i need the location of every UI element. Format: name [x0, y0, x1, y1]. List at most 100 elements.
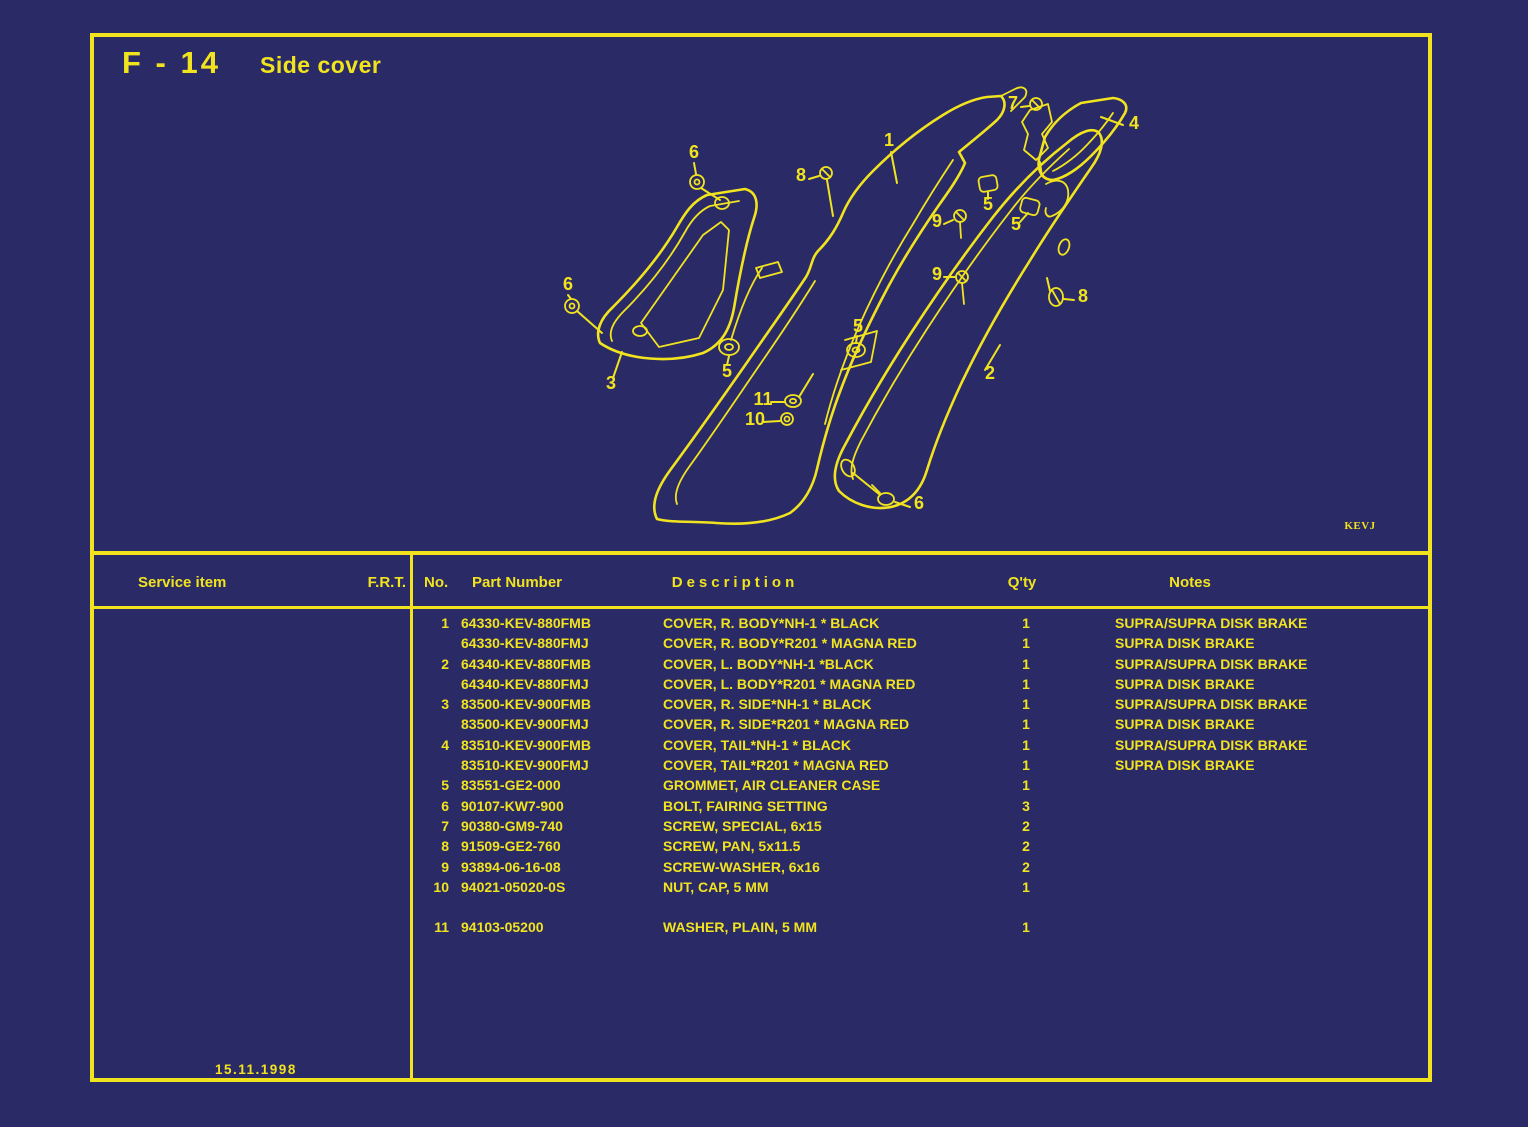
- cell-no: 11: [434, 919, 449, 936]
- screw-icon: [1048, 287, 1064, 307]
- cell-notes: SUPRA DISK BRAKE: [1115, 757, 1255, 774]
- cell-part: 90107-KW7-900: [461, 797, 564, 814]
- cell-qty: 1: [1022, 716, 1030, 733]
- cell-qty: 2: [1022, 838, 1030, 855]
- cell-part: 83510-KEV-900FMB: [461, 736, 591, 753]
- grommet-icon: [1019, 196, 1041, 217]
- cell-no: 1: [441, 615, 449, 631]
- cell-desc: COVER, R. SIDE*NH-1 * BLACK: [663, 696, 872, 713]
- cell-qty: 2: [1022, 858, 1030, 875]
- cell-desc: COVER, R. SIDE*R201 * MAGNA RED: [663, 716, 910, 733]
- callout-9: 9: [932, 264, 942, 284]
- cell-desc: SCREW, PAN, 5x11.5: [663, 838, 801, 855]
- page-code: F - 14: [122, 45, 221, 80]
- cell-no: 4: [441, 736, 449, 753]
- screw-icon: [819, 166, 833, 180]
- cell-notes: SUPRA DISK BRAKE: [1115, 716, 1255, 733]
- header-no: No.: [424, 574, 449, 591]
- cell-no: 9: [441, 858, 449, 875]
- cell-desc: COVER, R. BODY*NH-1 * BLACK: [663, 615, 880, 631]
- callout-6: 6: [914, 493, 924, 513]
- cell-part: 64330-KEV-880FMJ: [461, 635, 589, 652]
- screw-washer-icon: [953, 209, 967, 239]
- callout-10: 10: [745, 409, 765, 429]
- cell-no: 2: [441, 655, 449, 672]
- cell-part: 83551-GE2-000: [461, 777, 561, 794]
- header-service-item: Service item: [138, 574, 227, 591]
- cell-part: 94021-05020-0S: [461, 878, 566, 895]
- cell-part: 64340-KEV-880FMJ: [461, 675, 589, 692]
- part-left-body-cover: [833, 129, 1104, 510]
- cell-qty: 2: [1022, 817, 1030, 834]
- part-side-cover: [596, 187, 763, 361]
- cell-desc: COVER, L. BODY*R201 * MAGNA RED: [663, 675, 916, 692]
- cell-desc: WASHER, PLAIN, 5 MM: [663, 919, 818, 936]
- footer-date: 15.11.1998: [215, 1062, 297, 1077]
- callout-9: 9: [932, 211, 942, 231]
- cell-no: 6: [441, 797, 449, 814]
- header-description: Description: [671, 574, 799, 591]
- bolt-icon: [689, 174, 705, 190]
- callout-8: 8: [796, 165, 806, 185]
- table-header-rule: [92, 606, 1430, 609]
- cell-qty: 1: [1022, 878, 1030, 895]
- cell-no: 3: [441, 696, 449, 713]
- cell-qty: 1: [1022, 736, 1030, 753]
- cell-desc: COVER, L. BODY*NH-1 *BLACK: [663, 655, 874, 672]
- cell-qty: 1: [1022, 919, 1030, 936]
- cell-part: 93894-06-16-08: [461, 858, 561, 875]
- grommet-icon: [718, 338, 740, 356]
- cell-no: 10: [433, 878, 449, 895]
- cell-desc: COVER, TAIL*R201 * MAGNA RED: [663, 757, 889, 774]
- part-body-cover: [652, 86, 1028, 525]
- service-column-divider: [410, 553, 413, 1082]
- callout-4: 4: [1129, 113, 1139, 133]
- table-row: 64340-KEV-880FMJ COVER, L. BODY*R201 * MA…: [413, 674, 1428, 694]
- cell-notes: SUPRA/SUPRA DISK BRAKE: [1115, 615, 1308, 631]
- table-row: 2 64340-KEV-880FMB COVER, L. BODY*NH-1 *BL…: [413, 654, 1428, 674]
- table-row: 8 91509-GE2-760 SCREW, PAN, 5x11.5 2: [413, 836, 1428, 856]
- table-row: 6 90107-KW7-900 BOLT, FAIRING SETTING 3: [413, 796, 1428, 816]
- table-row: 11 94103-05200 WASHER, PLAIN, 5 MM 1: [413, 917, 1428, 937]
- header-qty: Q'ty: [1007, 574, 1037, 591]
- cell-part: 91509-GE2-760: [461, 838, 561, 855]
- cell-part: 83500-KEV-900FMJ: [461, 716, 589, 733]
- header-notes: Notes: [1169, 574, 1211, 591]
- cell-desc: SCREW, SPECIAL, 6x15: [663, 817, 822, 834]
- cell-desc: COVER, R. BODY*R201 * MAGNA RED: [663, 635, 917, 652]
- grommet-icon: [977, 174, 999, 193]
- table-top-rule: [90, 551, 1432, 555]
- callout-5: 5: [983, 194, 993, 214]
- cell-part: 64340-KEV-880FMB: [461, 655, 591, 672]
- cell-part: 94103-05200: [461, 919, 544, 936]
- cell-desc: GROMMET, AIR CLEANER CASE: [663, 777, 881, 794]
- page-title: Side cover: [260, 52, 382, 78]
- callout-7: 7: [1008, 93, 1018, 113]
- cell-no: 8: [441, 838, 449, 855]
- cell-qty: 1: [1022, 635, 1030, 652]
- cell-qty: 1: [1022, 696, 1030, 713]
- screw-washer-icon: [955, 270, 969, 305]
- leader-lines: [567, 105, 1124, 508]
- cell-notes: SUPRA/SUPRA DISK BRAKE: [1115, 736, 1308, 753]
- washer-icon: [784, 394, 802, 408]
- plate-code: KEVJ: [1344, 520, 1376, 532]
- cell-qty: 1: [1022, 777, 1030, 794]
- cell-part: 90380-GM9-740: [461, 817, 563, 834]
- bolt-icon: [871, 484, 895, 506]
- cell-qty: 1: [1022, 675, 1030, 692]
- part-tail-cover: [1021, 96, 1128, 218]
- cell-desc: BOLT, FAIRING SETTING: [663, 797, 828, 814]
- cell-qty: 1: [1022, 615, 1030, 631]
- page-frame: [90, 33, 1432, 1082]
- cell-qty: 3: [1022, 797, 1030, 814]
- cell-desc: COVER, TAIL*NH-1 * BLACK: [663, 736, 851, 753]
- callout-labels: 1 2 3 4 5 5 5 5 6 6 6 7 8 8 9 9 10 11: [563, 93, 1139, 513]
- nut-cap-icon: [780, 412, 794, 426]
